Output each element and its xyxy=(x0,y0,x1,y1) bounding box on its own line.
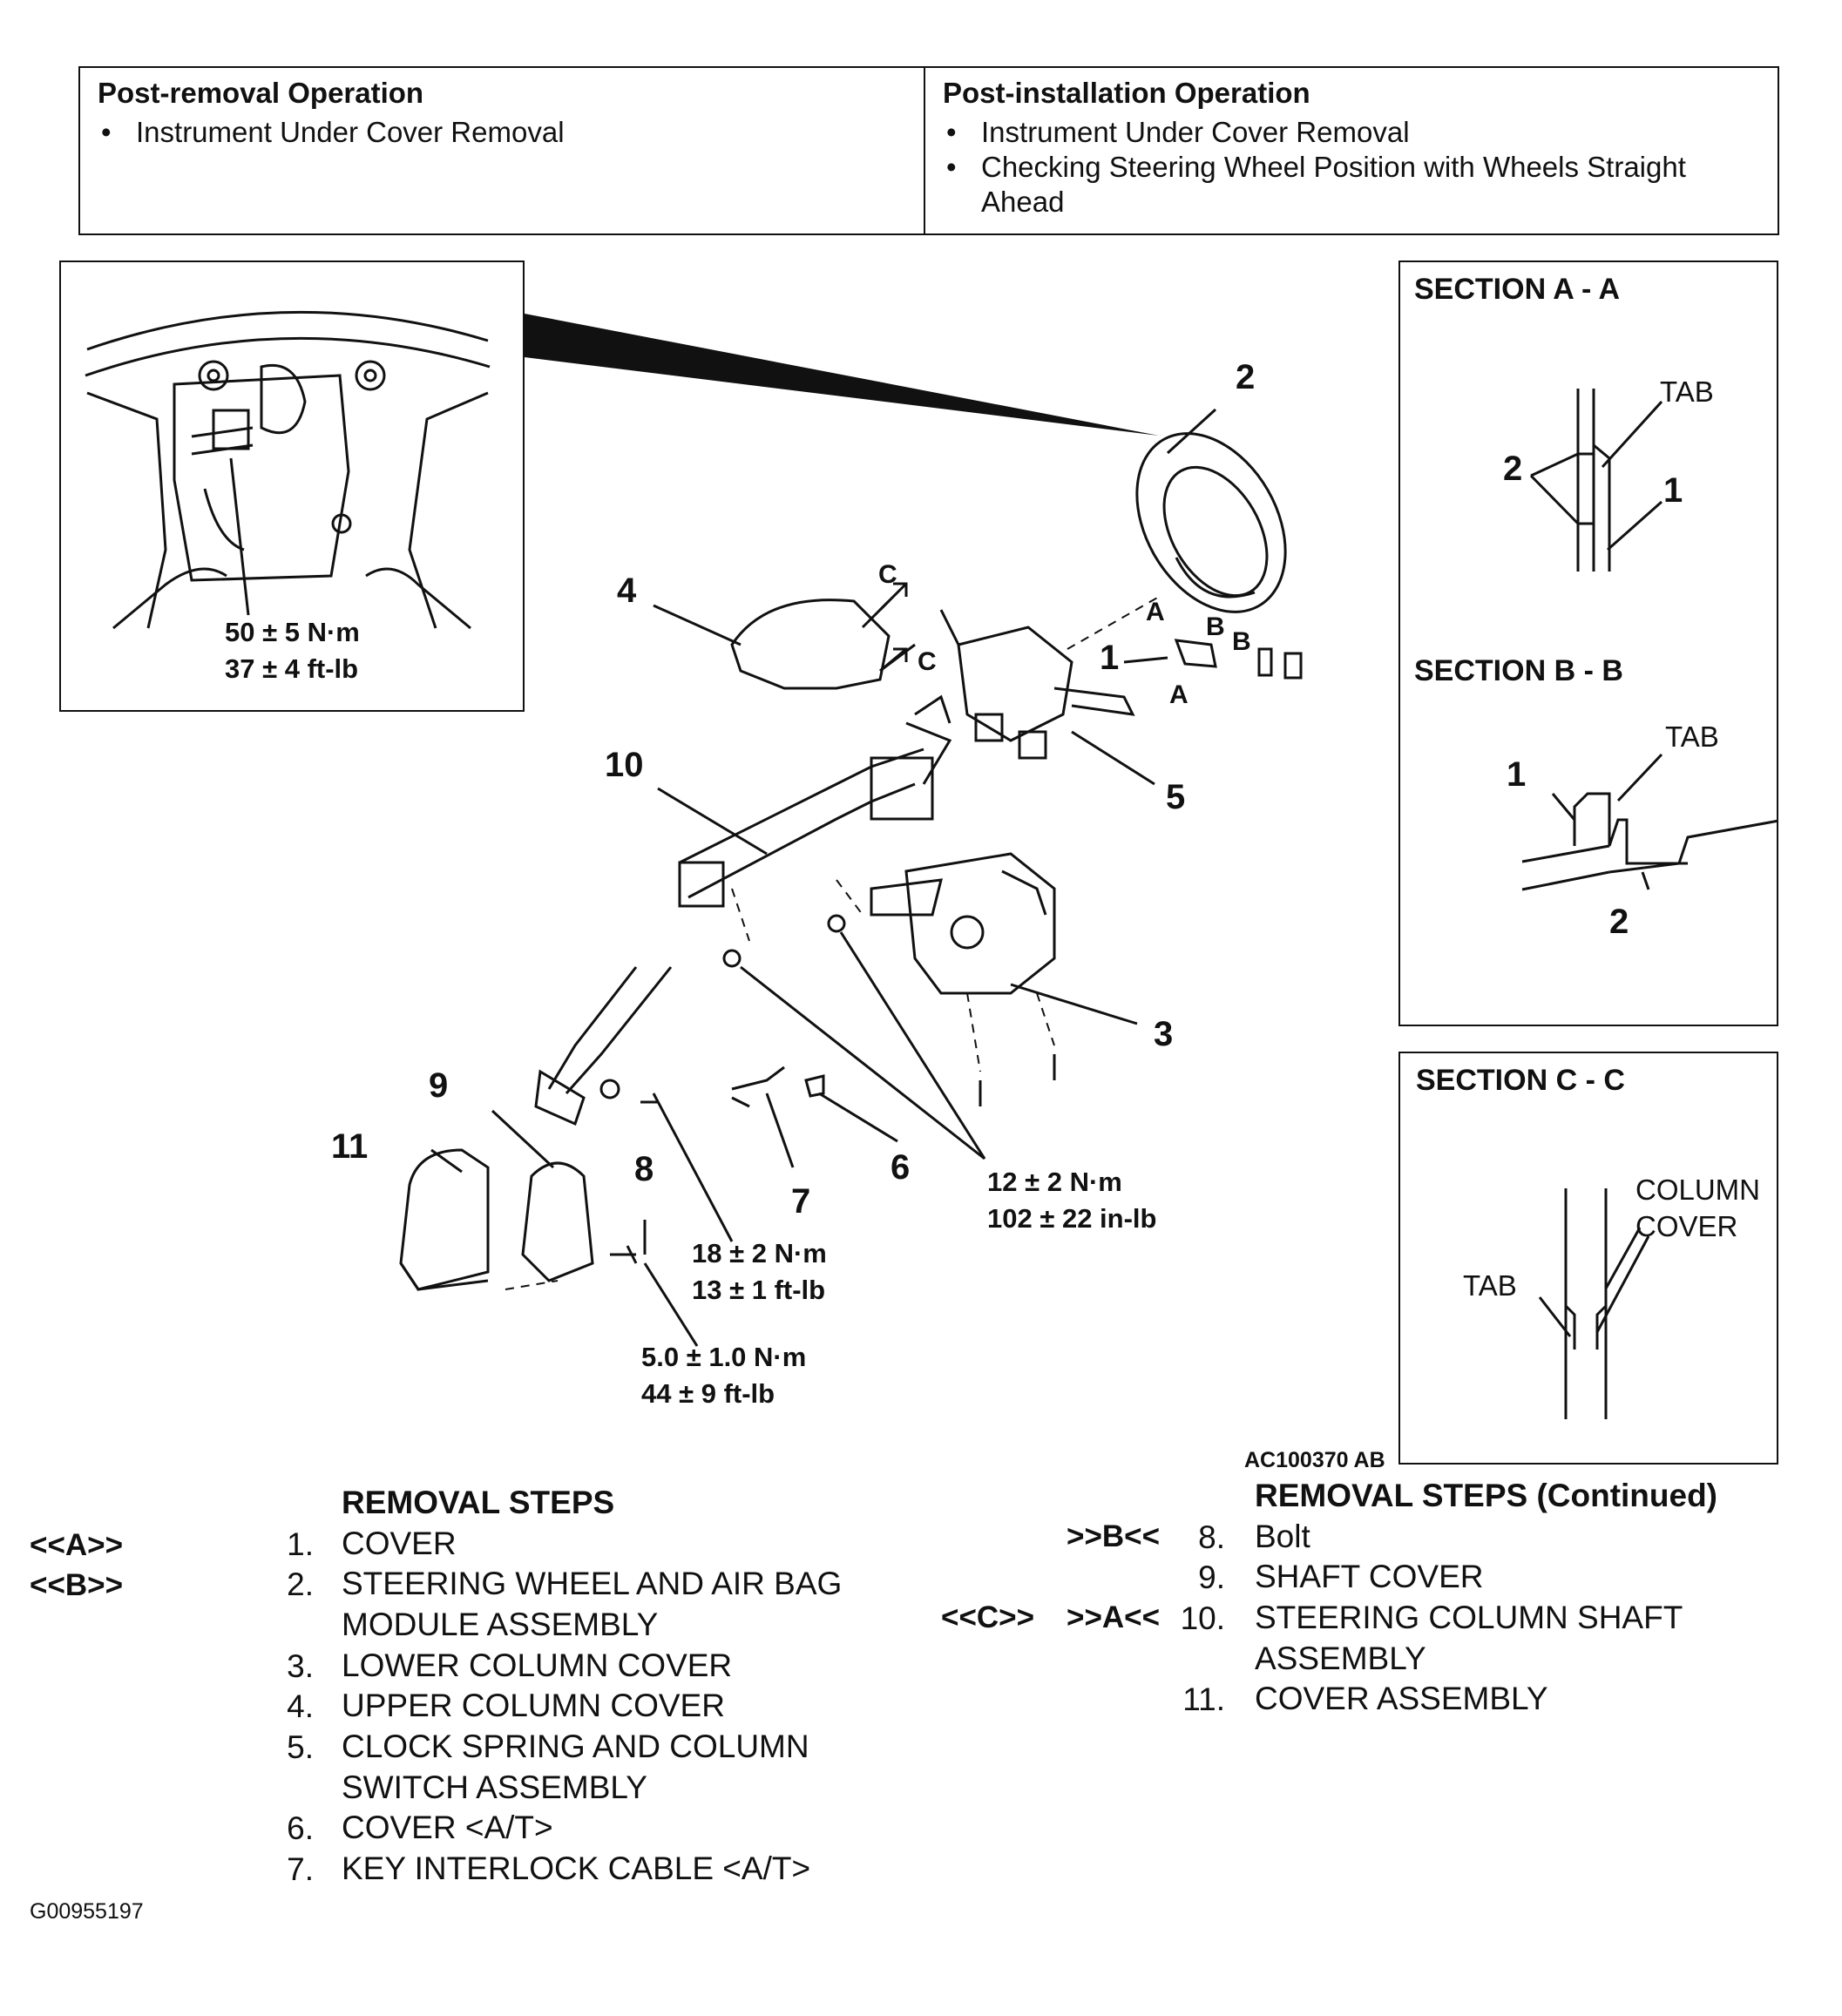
step-text: STEERING COLUMN SHAFT xyxy=(1255,1600,1683,1635)
inset-steering-wheel-box: 50 ± 5 N·m 37 ± 4 ft-lb xyxy=(59,260,525,712)
step-text: COVER <A/T> xyxy=(342,1810,553,1845)
section-cc-tab-label: TAB xyxy=(1463,1269,1517,1302)
torque-18-ftlb: 13 ± 1 ft-lb xyxy=(692,1275,826,1305)
exploded-view-drawing xyxy=(399,314,1303,1347)
torque-12-nm: 12 ± 2 N·m xyxy=(987,1167,1122,1197)
section-cc-drawing xyxy=(1538,1188,1650,1419)
step-number: 1. xyxy=(287,1526,314,1562)
section-cc-column-label: COLUMN xyxy=(1635,1174,1761,1206)
callout-9: 9 xyxy=(429,1066,449,1105)
section-aa-box: SECTION A - A TAB 2 1 SECTION B - B TAB … xyxy=(1398,260,1778,1026)
step-tag-a-install: >>A<< xyxy=(1067,1600,1161,1634)
section-marker-c: C xyxy=(878,560,897,589)
step-number: 4. xyxy=(287,1688,314,1724)
step-text: COVER xyxy=(342,1526,457,1561)
section-marker-a: A xyxy=(1169,680,1188,709)
step-number: 11. xyxy=(1182,1681,1225,1717)
section-aa-label-1: 1 xyxy=(1663,471,1683,510)
callout-4: 4 xyxy=(617,572,637,610)
inset-torque-ftlb: 37 ± 4 ft-lb xyxy=(225,653,359,684)
step-number: 6. xyxy=(287,1810,314,1846)
operations-table: Post-removal Operation Instrument Under … xyxy=(78,66,1779,235)
step-number: 9. xyxy=(1198,1559,1225,1595)
step-tag-a: <<A>> xyxy=(30,1528,124,1562)
callout-6: 6 xyxy=(891,1148,911,1187)
step-text-continued: ASSEMBLY xyxy=(1255,1641,1426,1676)
post-removal-column: Post-removal Operation Instrument Under … xyxy=(80,68,925,233)
step-text: Bolt xyxy=(1255,1519,1310,1554)
callout-10: 10 xyxy=(605,746,644,784)
callout-8: 8 xyxy=(634,1150,654,1188)
section-cc-title: SECTION C - C xyxy=(1416,1064,1625,1097)
section-aa-bb-drawing xyxy=(1521,389,1777,891)
section-bb-title: SECTION B - B xyxy=(1414,654,1623,687)
callout-5: 5 xyxy=(1166,778,1186,816)
step-number: 3. xyxy=(287,1648,314,1684)
step-text: UPPER COLUMN COVER xyxy=(342,1688,725,1723)
section-marker-c: C xyxy=(918,647,937,676)
post-installation-item: Checking Steering Wheel Position with Wh… xyxy=(943,150,1748,220)
section-cc-box: SECTION C - C COLUMN COVER TAB xyxy=(1398,1052,1778,1465)
step-text: SHAFT COVER xyxy=(1255,1559,1484,1594)
callout-7: 7 xyxy=(791,1182,811,1221)
step-number: 5. xyxy=(287,1729,314,1765)
post-installation-item: Instrument Under Cover Removal xyxy=(943,115,1762,150)
section-cc-cover-label: COVER xyxy=(1635,1210,1738,1242)
figure-code: AC100370 AB xyxy=(1244,1448,1385,1472)
section-marker-a: A xyxy=(1146,598,1165,626)
step-text-continued: MODULE ASSEMBLY xyxy=(342,1607,659,1642)
step-text: STEERING WHEEL AND AIR BAG xyxy=(342,1566,843,1601)
section-aa-tab-label: TAB xyxy=(1660,375,1714,408)
callout-1: 1 xyxy=(1100,639,1120,677)
removal-steps-title: REMOVAL STEPS xyxy=(342,1485,615,1520)
removal-steps-continued-title: REMOVAL STEPS (Continued) xyxy=(1255,1478,1718,1513)
section-marker-b: B xyxy=(1206,612,1225,641)
step-tag-b-install: >>B<< xyxy=(1067,1519,1161,1553)
post-installation-heading: Post-installation Operation xyxy=(943,77,1310,109)
section-bb-tab-label: TAB xyxy=(1665,720,1719,753)
callout-11: 11 xyxy=(331,1127,369,1166)
section-aa-label-2: 2 xyxy=(1503,450,1523,488)
section-bb-label-2: 2 xyxy=(1609,903,1629,941)
step-number: 2. xyxy=(287,1566,314,1602)
post-installation-column: Post-installation Operation Instrument U… xyxy=(925,68,1779,233)
section-marker-b: B xyxy=(1232,627,1251,656)
torque-5-ftlb: 44 ± 9 ft-lb xyxy=(641,1378,775,1409)
torque-18-nm: 18 ± 2 N·m xyxy=(692,1238,827,1268)
inset-steering-wheel-drawing xyxy=(85,310,491,630)
section-bb-label-1: 1 xyxy=(1507,755,1527,794)
step-text: COVER ASSEMBLY xyxy=(1255,1681,1548,1716)
step-text-continued: SWITCH ASSEMBLY xyxy=(342,1769,647,1805)
callout-3: 3 xyxy=(1154,1015,1174,1053)
torque-5-nm: 5.0 ± 1.0 N·m xyxy=(641,1342,807,1372)
step-text: KEY INTERLOCK CABLE <A/T> xyxy=(342,1850,811,1886)
step-tag-c: <<C>> xyxy=(941,1600,1035,1634)
step-text: CLOCK SPRING AND COLUMN xyxy=(342,1728,809,1764)
torque-12-inlb: 102 ± 22 in-lb xyxy=(987,1203,1157,1234)
inset-torque-nm: 50 ± 5 N·m xyxy=(225,617,360,647)
step-number: 7. xyxy=(287,1851,314,1887)
step-number: 10. xyxy=(1180,1600,1225,1636)
step-text: LOWER COLUMN COVER xyxy=(342,1647,733,1683)
step-tag-b: <<B>> xyxy=(30,1568,124,1602)
magnification-wedge xyxy=(525,314,1159,436)
step-number: 8. xyxy=(1198,1519,1225,1555)
callout-2: 2 xyxy=(1236,358,1256,396)
post-removal-heading: Post-removal Operation xyxy=(98,77,424,109)
post-removal-item: Instrument Under Cover Removal xyxy=(98,115,906,150)
section-aa-title: SECTION A - A xyxy=(1414,273,1621,306)
document-id: G00955197 xyxy=(30,1899,144,1924)
